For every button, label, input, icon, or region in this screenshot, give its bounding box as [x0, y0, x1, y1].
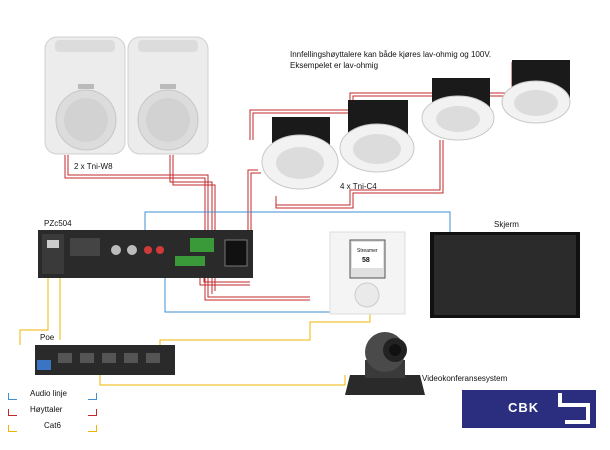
legend-swatch-audio	[8, 393, 17, 400]
wall-speaker-right	[127, 36, 209, 155]
legend-swatch-audio-end	[88, 393, 97, 400]
screen-label: Skjerm	[494, 220, 519, 229]
cbk-logo-graphic	[462, 390, 596, 428]
ceiling-speaker-1	[261, 117, 339, 190]
ceiling-speakers-label: 4 x Tni-C4	[340, 182, 377, 191]
note-line-1: Innfellingshøyttalere kan både kjøres la…	[290, 50, 492, 59]
video-conference-label: Videokonferansesystem	[422, 374, 508, 383]
panel-text-line-2: 58	[362, 257, 370, 264]
cat6-cables	[19, 255, 371, 386]
ceiling-speaker-3	[421, 78, 495, 141]
legend-label-audio: Audio linje	[30, 389, 67, 398]
ceiling-speaker-2	[339, 100, 415, 173]
control-panel	[329, 231, 406, 315]
legend-label-speaker: Høyttaler	[30, 405, 63, 414]
legend-label-cat6: Cat6	[44, 421, 61, 430]
installation-note: Innfellingshøyttalere kan både kjøres la…	[290, 49, 491, 71]
wall-speaker-left	[44, 36, 126, 155]
legend-swatch-speaker-end	[88, 409, 97, 416]
legend-swatch-cat6	[8, 425, 17, 432]
note-line-2: Eksempelet er lav-ohmig	[290, 61, 379, 70]
legend-swatch-cat6-end	[88, 425, 97, 432]
ceiling-speaker-4	[501, 60, 571, 124]
poe-switch	[35, 345, 175, 375]
cbk-logo-text: CBK	[508, 400, 540, 415]
amplifier-label: PZc504	[44, 219, 72, 228]
panel-text-line-1: Streamer	[357, 248, 378, 254]
amplifier-unit	[38, 230, 253, 278]
display-screen	[430, 232, 580, 318]
wall-speakers-label: 2 x Tni-W8	[74, 162, 113, 171]
legend-swatch-speaker	[8, 409, 17, 416]
video-camera	[345, 332, 425, 395]
poe-label: Poe	[40, 333, 55, 342]
